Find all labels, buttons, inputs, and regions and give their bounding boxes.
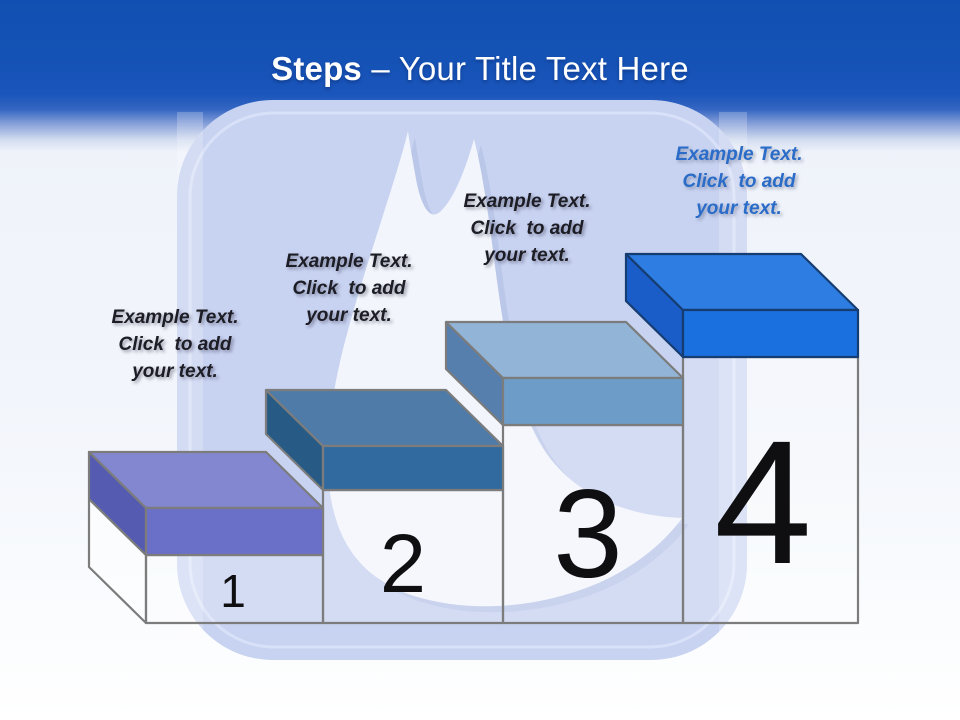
step-2-slab-front[interactable] [321, 444, 505, 492]
step-number-4[interactable]: 4 [714, 405, 812, 601]
watermark-inner-border [188, 111, 736, 649]
title-bold-text: Steps [271, 50, 362, 87]
step-label-4[interactable]: Example Text. Click to add your text. [675, 144, 803, 219]
staircase [87, 252, 860, 625]
watermark-right-sheen [719, 112, 747, 652]
step-label-3[interactable]: Example Text. Click to add your text. [463, 191, 591, 266]
slide-title[interactable]: Steps – Your Title Text Here [0, 50, 960, 88]
step-1-slab-front[interactable] [144, 506, 325, 557]
step-label-2[interactable]: Example Text. Click to add your text. [285, 251, 413, 326]
step-number-1[interactable]: 1 [220, 565, 246, 617]
title-rest-text: – Your Title Text Here [371, 50, 689, 87]
step-number-2[interactable]: 2 [379, 517, 427, 610]
step-number-3[interactable]: 3 [553, 465, 623, 604]
step-3-slab-front[interactable] [501, 376, 685, 427]
watermark-left-sheen [177, 112, 203, 652]
step-4-slab-front[interactable] [681, 308, 860, 359]
step-label-1[interactable]: Example Text. Click to add your text. [111, 307, 239, 382]
